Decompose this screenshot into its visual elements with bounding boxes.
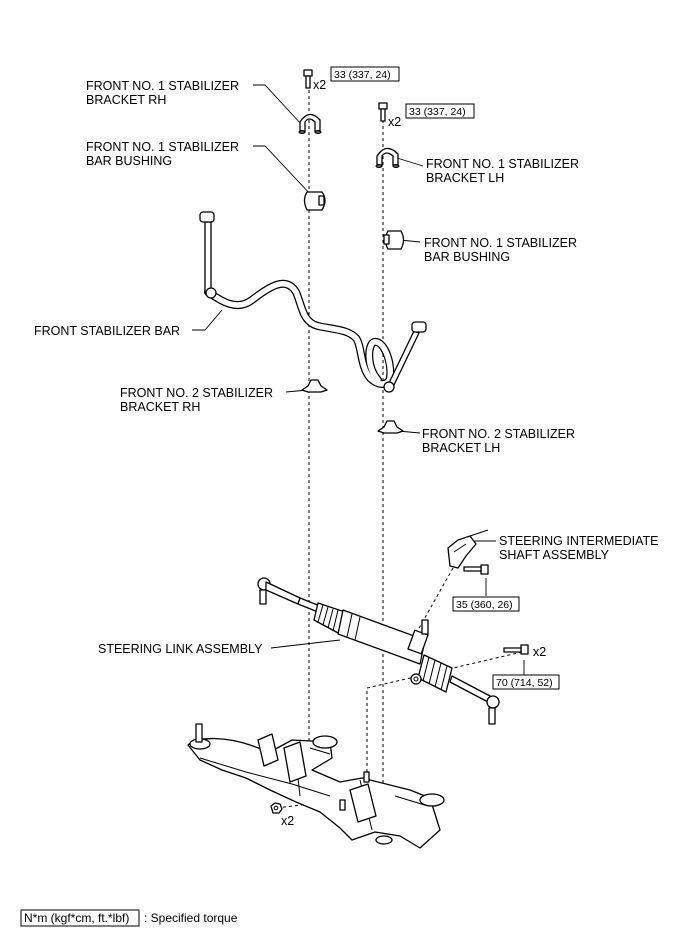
label-line: FRONT NO. 1 STABILIZER [426,157,579,171]
torque-value: 70 (714, 52) [496,677,553,689]
label-line: BRACKET LH [422,441,500,455]
label-line: STEERING INTERMEDIATE [499,534,659,548]
label-line: FRONT STABILIZER BAR [34,324,180,338]
label-line: BRACKET RH [120,400,200,414]
legend-unit: N*m (kgf*cm, ft.*lbf) [24,911,129,925]
label-line: STEERING LINK ASSEMBLY [98,642,263,656]
bolt-icon [503,644,529,655]
quantity-bracket-lh: x2 [388,115,401,129]
label-bracket-rh-2: FRONT NO. 2 STABILIZER BRACKET RH [120,386,273,414]
label-bracket-lh-2: FRONT NO. 2 STABILIZER BRACKET LH [422,427,575,455]
label-line: FRONT NO. 1 STABILIZER [424,236,577,250]
quantity-link-bolt: x2 [533,645,546,659]
label-line: FRONT NO. 2 STABILIZER [120,386,273,400]
front-subframe [187,723,445,849]
torque-box-bracket-lh: 33 (337, 24) [405,103,475,119]
torque-box-link: 70 (714, 52) [492,674,560,690]
bushing-icon [303,191,326,211]
intermediate-shaft [447,529,489,569]
nut-icon [270,802,283,814]
torque-box-shaft: 35 (360, 26) [452,596,520,612]
bolt-icon [378,102,388,122]
label-line: FRONT NO. 1 STABILIZER [86,79,239,93]
steering-link [257,577,500,725]
label-bushing-rh-1: FRONT NO. 1 STABILIZER BAR BUSHING [86,140,239,168]
bracket-icon [377,420,404,434]
label-line: FRONT NO. 1 STABILIZER [86,140,239,154]
label-line: SHAFT ASSEMBLY [499,548,610,562]
quantity-nut: x2 [281,814,294,828]
label-line: BAR BUSHING [424,250,510,264]
torque-value: 33 (337, 24) [409,106,466,118]
label-line: BRACKET RH [86,93,166,107]
label-bracket-lh-1: FRONT NO. 1 STABILIZER BRACKET LH [426,157,579,185]
bolt-icon [463,564,489,575]
label-stabilizer-bar: FRONT STABILIZER BAR [34,324,180,338]
torque-value: 35 (360, 26) [456,599,513,611]
label-line: BAR BUSHING [86,154,172,168]
torque-box-bracket-rh: 33 (337, 24) [330,66,400,82]
bracket-icon [375,147,400,168]
legend: N*m (kgf*cm, ft.*lbf) : Specified torque [20,909,238,927]
bolt-icon [303,69,313,89]
label-line: FRONT NO. 2 STABILIZER [422,427,575,441]
bracket-icon [298,113,322,134]
quantity-bracket-rh: x2 [313,78,326,92]
bushing-icon [383,230,405,250]
bracket-icon [301,379,328,393]
label-line: BRACKET LH [426,171,504,185]
stabilizer-bar [199,211,427,393]
label-steering-link: STEERING LINK ASSEMBLY [98,642,263,656]
legend-description: : Specified torque [144,911,238,925]
label-intermediate-shaft: STEERING INTERMEDIATE SHAFT ASSEMBLY [499,534,659,562]
label-bushing-lh-1: FRONT NO. 1 STABILIZER BAR BUSHING [424,236,577,264]
label-bracket-rh-1: FRONT NO. 1 STABILIZER BRACKET RH [86,79,239,107]
torque-value: 33 (337, 24) [334,69,391,81]
